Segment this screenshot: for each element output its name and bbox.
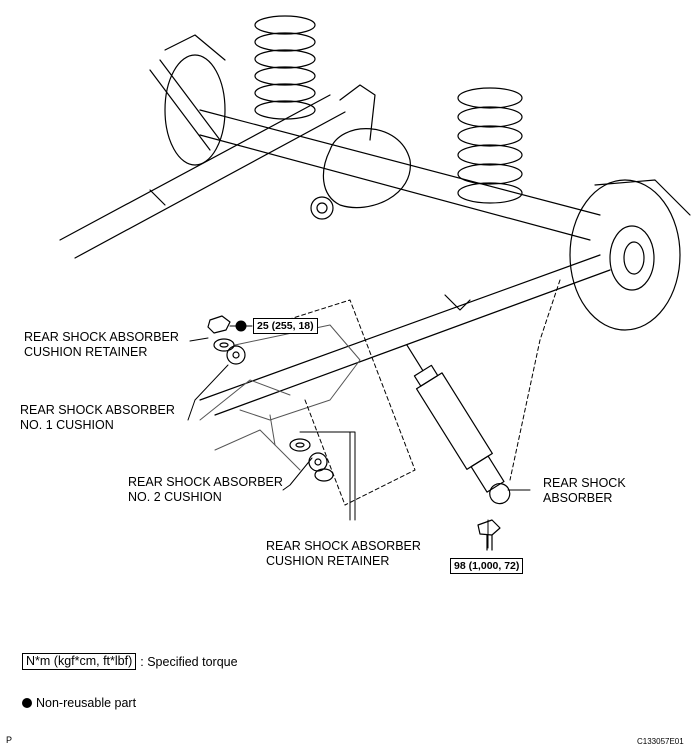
assembly-guide-lines xyxy=(254,279,561,506)
footer-left-mark: P xyxy=(6,735,13,745)
legend-non-reusable-text: Non-reusable part xyxy=(36,696,137,710)
figure-code: C133057E01 xyxy=(637,737,684,746)
legend-torque: N*m (kgf*cm, ft*lbf) : Specified torque xyxy=(22,653,238,670)
lower-cushion-stack xyxy=(289,438,334,482)
top-nut-stack xyxy=(207,315,246,365)
label-cushion-retainer-top: REAR SHOCK ABSORBER CUSHION RETAINER xyxy=(24,330,179,359)
legend-non-reusable: Non-reusable part xyxy=(22,696,136,710)
callout-leaders xyxy=(187,325,531,549)
rear-axle-housing xyxy=(199,84,601,241)
legend-torque-desc: : Specified torque xyxy=(140,654,238,669)
non-reusable-marker-icon xyxy=(235,320,247,332)
torque-bottom-bolt: 98 (1,000, 72) xyxy=(450,558,524,574)
label-no2-cushion: REAR SHOCK ABSORBER NO. 2 CUSHION xyxy=(128,475,283,504)
legend-torque-unit: N*m (kgf*cm, ft*lbf) xyxy=(22,653,137,670)
right-coil-spring xyxy=(457,87,523,204)
label-shock-absorber: REAR SHOCK ABSORBER xyxy=(543,476,626,505)
lower-mount-bolt xyxy=(477,519,501,551)
legend-dot-icon xyxy=(22,698,32,708)
shock-absorber xyxy=(406,344,511,505)
torque-top-nut: 25 (255, 18) xyxy=(253,318,318,334)
frame-rail-right xyxy=(199,254,611,416)
left-coil-spring xyxy=(254,15,316,120)
frame-rail-left xyxy=(59,94,346,259)
right-brake-drum xyxy=(569,179,691,331)
label-no1-cushion: REAR SHOCK ABSORBER NO. 1 CUSHION xyxy=(20,403,175,432)
label-cushion-retainer-bottom: REAR SHOCK ABSORBER CUSHION RETAINER xyxy=(266,539,421,568)
left-brake-assembly xyxy=(149,34,226,166)
